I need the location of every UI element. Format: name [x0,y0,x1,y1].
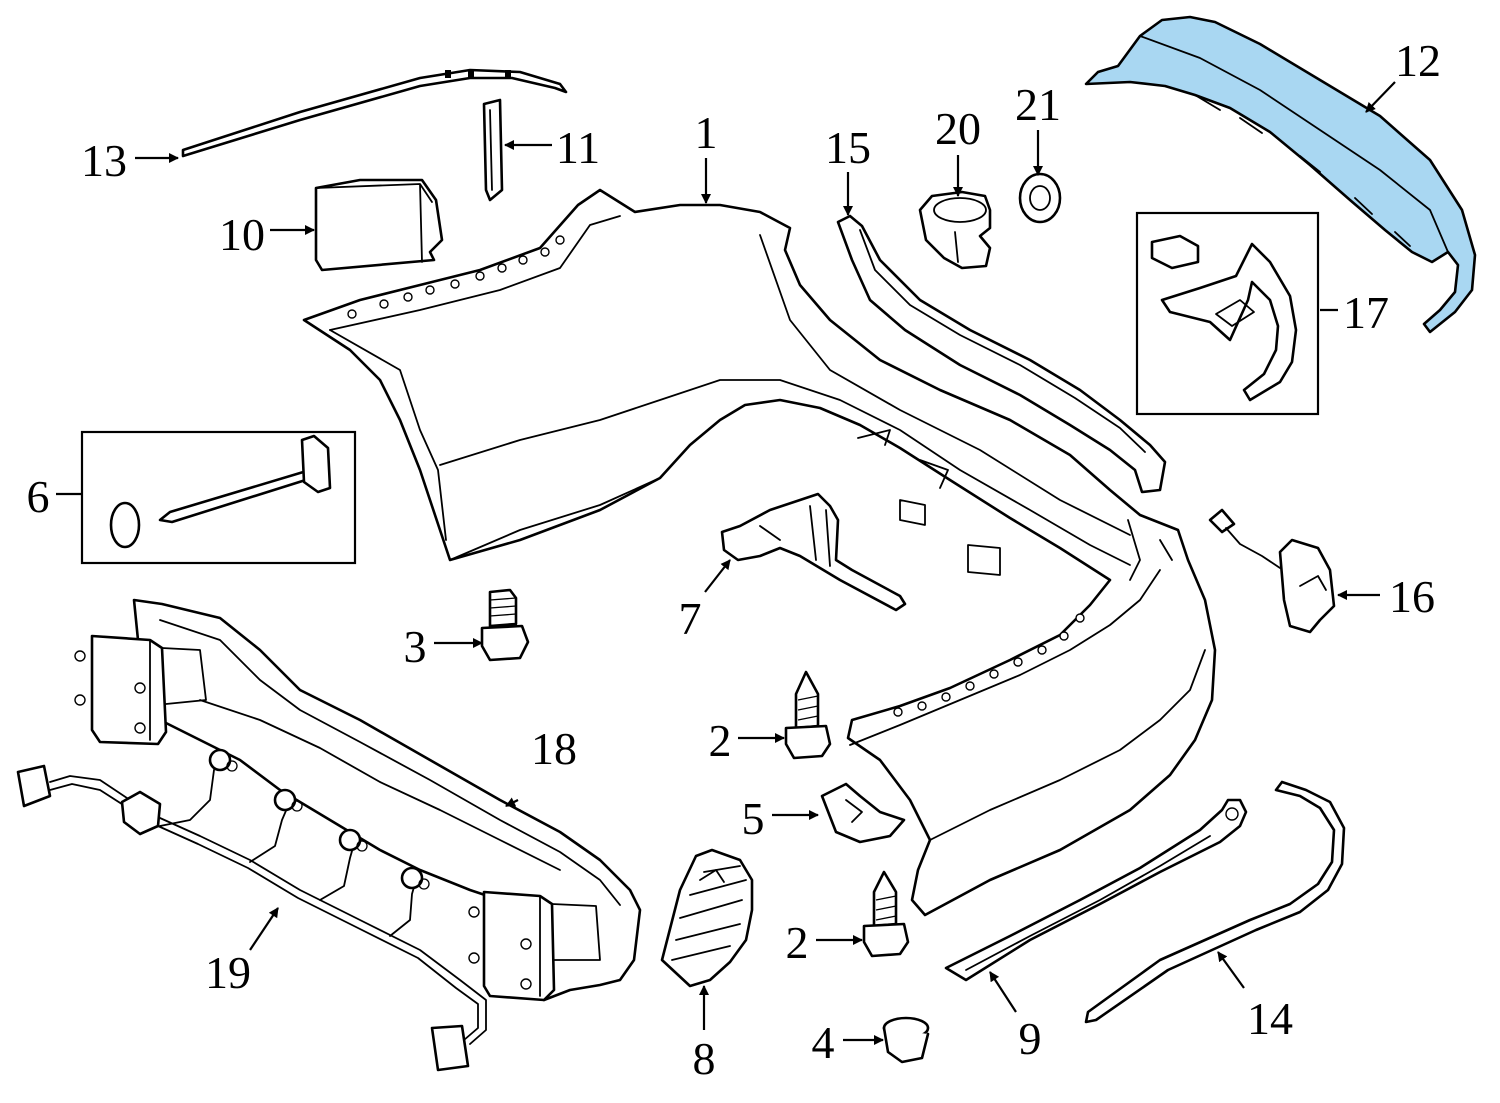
callout-18: 18 [531,723,577,774]
callout-21: 21 [1015,79,1061,130]
callout-5: 5 [742,793,765,844]
part-3-bolt [480,588,530,662]
part-7-bracket [720,492,907,612]
part-21-ring [1018,172,1062,224]
callout-8: 8 [693,1033,716,1084]
part-15-side-bracket [836,214,1167,494]
callout-6: 6 [27,471,50,522]
part-2-screw-lower [862,870,910,958]
part-9-lower-strip [944,798,1248,982]
part-1-bumper-cover [302,188,1217,917]
part-18-reinforcement-beam [74,598,642,1002]
part-4-nut [882,1016,930,1064]
callout-20: 20 [935,103,981,154]
callout-13: 13 [81,135,127,186]
callout-2-lower: 2 [786,917,809,968]
part-19-wiring-harness [16,748,487,1072]
callout-7: 7 [679,593,702,644]
callout-19: 19 [205,947,251,998]
part-5-clip [820,782,906,844]
callout-12: 12 [1395,35,1441,86]
callout-4: 4 [812,1017,835,1068]
part-13-trim-strip [181,68,568,158]
callout-2-upper: 2 [709,715,732,766]
part-10-module [314,178,444,272]
part-12-spoiler-highlighted [1084,15,1477,334]
callout-15: 15 [825,122,871,173]
leader-lines [56,81,1396,1045]
part-14-trim-strip [1084,780,1346,1024]
part-20-sensor [918,190,992,270]
callout-17: 17 [1343,287,1389,338]
callout-10: 10 [219,209,265,260]
part-6-pin-kit [80,430,357,565]
part-8-shield [660,848,754,988]
part-2-screw-upper [784,670,832,760]
part-16-plate [1208,508,1336,634]
highlighted-part-shape [1084,15,1477,334]
callout-9: 9 [1019,1013,1042,1064]
part-17-bracket-kit [1135,211,1320,416]
callout-labels: 1 2 2 3 4 5 6 7 8 9 10 11 12 13 14 15 16… [27,35,1442,1084]
callout-1: 1 [695,107,718,158]
callout-11: 11 [556,122,600,173]
callout-16: 16 [1389,571,1435,622]
part-11-bracket [482,98,504,202]
callout-14: 14 [1247,993,1293,1044]
callout-3: 3 [404,621,427,672]
